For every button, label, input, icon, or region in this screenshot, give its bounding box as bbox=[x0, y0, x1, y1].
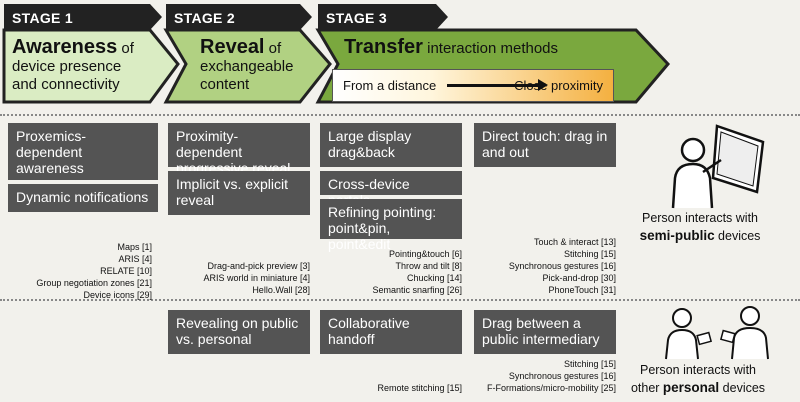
proximity-to-label: Close proximity bbox=[514, 78, 603, 93]
stage3-tag: STAGE 3 bbox=[326, 10, 387, 26]
box-refining-pointing: Refining pointing: point&pin, point&edit bbox=[320, 199, 462, 252]
box-cross-device-portals: Cross-device portals bbox=[320, 171, 462, 208]
semi-public-caption: Person interacts with semi-public device… bbox=[639, 211, 761, 243]
box-collaborative-handoff: Collaborative handoff bbox=[320, 310, 462, 354]
stage1-tag: STAGE 1 bbox=[12, 10, 73, 26]
refs-stage2: Drag-and-pick preview [3] ARIS world in … bbox=[203, 261, 310, 295]
stage3-title: Transfer interaction methods bbox=[344, 36, 559, 58]
box-dynamic-notifications: Dynamic notifications bbox=[8, 184, 158, 212]
divider-middle bbox=[0, 299, 800, 301]
refs-personal-stage3a: Remote stitching [15] bbox=[377, 383, 462, 393]
stage2-title: Reveal of exchangeable content bbox=[200, 36, 294, 93]
stage2-body bbox=[163, 28, 332, 104]
box-progressive-reveal: Proximity-dependent progressive reveal bbox=[168, 123, 310, 176]
box-revealing-public-personal: Revealing on public vs. personal bbox=[168, 310, 310, 354]
stage2-tag: STAGE 2 bbox=[174, 10, 235, 26]
person-large-display-icon bbox=[671, 124, 765, 209]
box-drag-back: Large display drag&back bbox=[320, 123, 462, 167]
stage3-header bbox=[318, 4, 448, 30]
divider-top bbox=[0, 114, 800, 116]
stage1-header bbox=[4, 4, 162, 30]
box-implicit-explicit: Implicit vs. explicit reveal bbox=[168, 171, 310, 215]
refs-stage3a: Pointing&touch [6] Throw and tilt [8] Ch… bbox=[372, 249, 462, 295]
box-drag-public-intermediary: Drag between a public intermediary bbox=[474, 310, 616, 354]
refs-stage3b: Touch & interact [13] Stitching [15] Syn… bbox=[508, 237, 616, 295]
box-proxemics-awareness: Proxemics-dependent awareness bbox=[8, 123, 158, 180]
proximity-from-label: From a distance bbox=[343, 78, 437, 93]
refs-stage1: Maps [1] ARIS [4] RELATE [10] Group nego… bbox=[36, 242, 152, 300]
stage2-header bbox=[166, 4, 312, 30]
stage1-title: Awareness of device presence and connect… bbox=[12, 36, 134, 93]
stage1-body bbox=[2, 28, 180, 104]
personal-caption: Person interacts with other personal dev… bbox=[630, 363, 766, 395]
box-direct-touch: Direct touch: drag in and out bbox=[474, 123, 616, 167]
refs-personal-stage3b: Stitching [15] Synchronous gestures [16]… bbox=[486, 359, 616, 393]
arrow-right-icon bbox=[447, 79, 548, 91]
proximity-scale: From a distance Close proximity bbox=[332, 69, 614, 102]
two-persons-icon bbox=[665, 306, 769, 360]
